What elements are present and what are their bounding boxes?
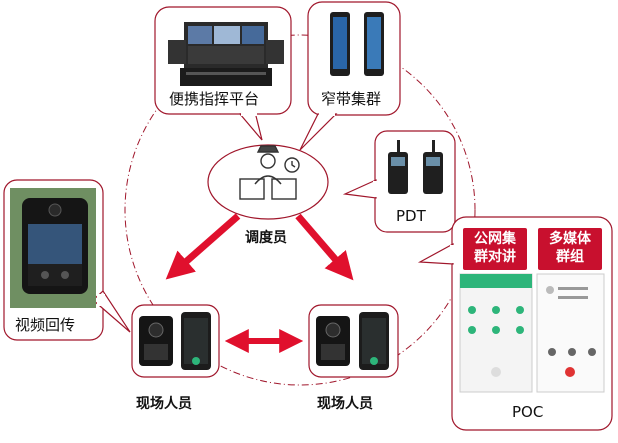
public-network-ptt-chip: 公网集 群对讲 bbox=[463, 228, 527, 270]
network-ring bbox=[124, 34, 476, 386]
arrow-dispatcher-to-right bbox=[295, 213, 354, 281]
poc-label: POC bbox=[512, 403, 544, 421]
poc-phone-left bbox=[459, 273, 533, 393]
multimedia-group-line1: 多媒体 bbox=[549, 231, 591, 247]
narrowband-cluster-label: 窄带集群 bbox=[321, 90, 382, 108]
phone-right bbox=[359, 312, 389, 370]
multimedia-group-line2: 群组 bbox=[556, 249, 584, 265]
multimedia-group-chip: 多媒体 群组 bbox=[538, 228, 602, 270]
phone-left bbox=[181, 312, 211, 370]
video-backhaul-label: 视频回传 bbox=[15, 316, 76, 334]
command-platform-device bbox=[168, 22, 284, 86]
dispatcher-node bbox=[207, 144, 329, 220]
narrowband-cluster-node bbox=[299, 1, 401, 151]
portable-platform-node bbox=[154, 6, 292, 141]
walkie-talkie-pair bbox=[388, 140, 443, 194]
pdt-node bbox=[342, 130, 456, 233]
public-network-ptt-line2: 群对讲 bbox=[474, 249, 516, 265]
pdt-label: PDT bbox=[396, 207, 426, 225]
bodycam-right bbox=[316, 316, 350, 366]
portable-platform-label: 便携指挥平台 bbox=[169, 90, 260, 108]
field-personnel-left-label: 现场人员 bbox=[136, 396, 192, 412]
bodycam-photo bbox=[10, 188, 96, 308]
field-personnel-left-node bbox=[131, 304, 220, 378]
smartphone-pair bbox=[330, 12, 384, 76]
dispatcher-label: 调度员 bbox=[245, 230, 287, 246]
public-network-ptt-line1: 公网集 bbox=[474, 231, 516, 247]
poc-node bbox=[417, 216, 613, 431]
dispatcher-officer-icon bbox=[239, 145, 300, 200]
field-personnel-right-label: 现场人员 bbox=[317, 396, 373, 412]
arrow-dispatcher-to-left bbox=[165, 213, 241, 280]
poc-phone-right bbox=[536, 273, 605, 393]
field-personnel-right-node bbox=[308, 304, 399, 378]
video-backhaul-node bbox=[3, 179, 131, 341]
bodycam-left bbox=[139, 316, 173, 366]
